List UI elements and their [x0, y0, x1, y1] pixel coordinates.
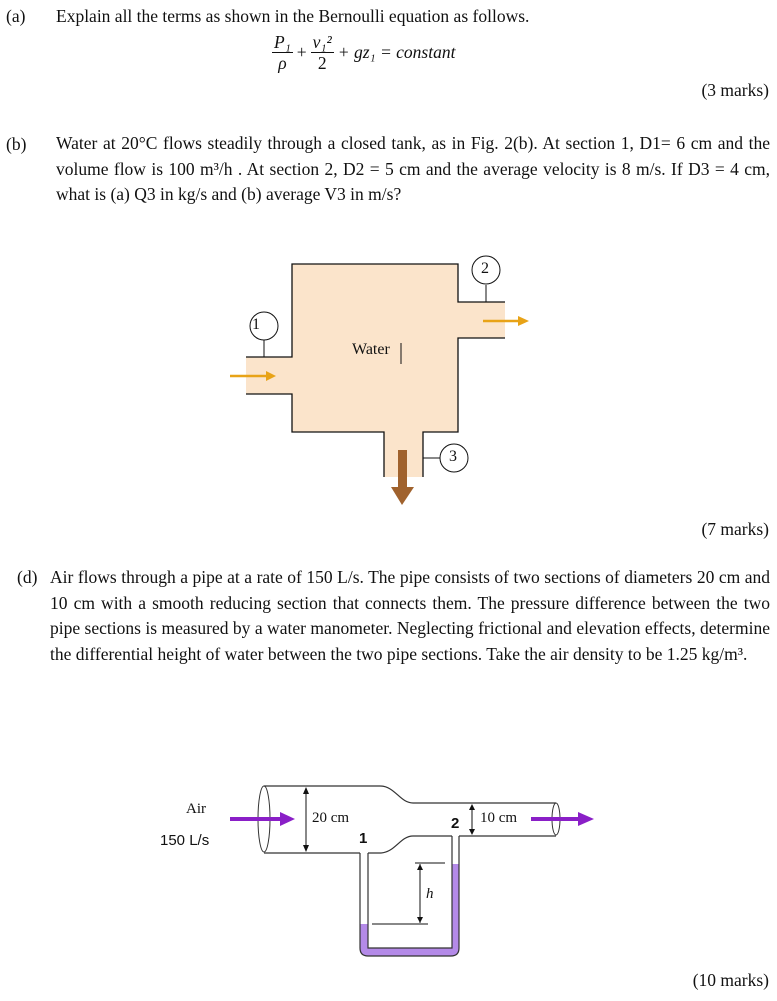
part-b-marks: (7 marks): [701, 519, 769, 539]
eq-plus: +: [296, 42, 307, 62]
outlet-3-arrow: [391, 450, 414, 505]
part-a-text: Explain all the terms as shown in the Be…: [56, 6, 530, 26]
outlet-2-arrow: [483, 316, 529, 326]
section-3-marker: [439, 443, 469, 473]
outlet-air-arrow: [531, 812, 594, 826]
section-2-label: 2: [451, 815, 460, 832]
air-label: Air: [186, 801, 206, 817]
manometer-figure: [230, 785, 594, 957]
eq-term1-num: P₁: [272, 32, 293, 53]
section-1-marker: [249, 311, 279, 341]
part-b-label: (b): [6, 134, 27, 154]
eq-rest: + gz₁ = constant: [337, 42, 456, 62]
part-d-text: Air flows through a pipe at a rate of 15…: [50, 567, 770, 664]
section-2-label: 2: [481, 260, 489, 277]
part-b-text: Water at 20°C flows steadily through a c…: [56, 133, 770, 204]
section-1-label: 1: [252, 316, 260, 333]
eq-term2-den: 2: [317, 53, 327, 73]
flow-rate-label: 150 L/s: [160, 832, 210, 849]
diameter-2-label: 10 cm: [480, 810, 518, 826]
inlet-air-arrow: [230, 812, 295, 826]
part-a-marks: (3 marks): [701, 80, 769, 100]
diameter-1-label: 20 cm: [312, 810, 350, 826]
part-d-marks: (10 marks): [692, 970, 769, 990]
section-3-label: 3: [449, 448, 457, 465]
part-d-label: (d): [17, 567, 38, 587]
section-2-marker: [471, 255, 501, 285]
part-a-label: (a): [6, 6, 26, 26]
height-h-label: h: [426, 886, 434, 902]
water-label: Water: [352, 341, 390, 358]
manometer-fluid: [360, 864, 459, 956]
inlet-arrow: [230, 371, 276, 381]
section-1-label: 1: [359, 830, 368, 847]
tank-figure: [230, 255, 529, 505]
eq-term2-num: v₁²: [310, 32, 334, 53]
eq-term1-den: ρ: [278, 53, 287, 73]
tank-body: [246, 264, 505, 477]
